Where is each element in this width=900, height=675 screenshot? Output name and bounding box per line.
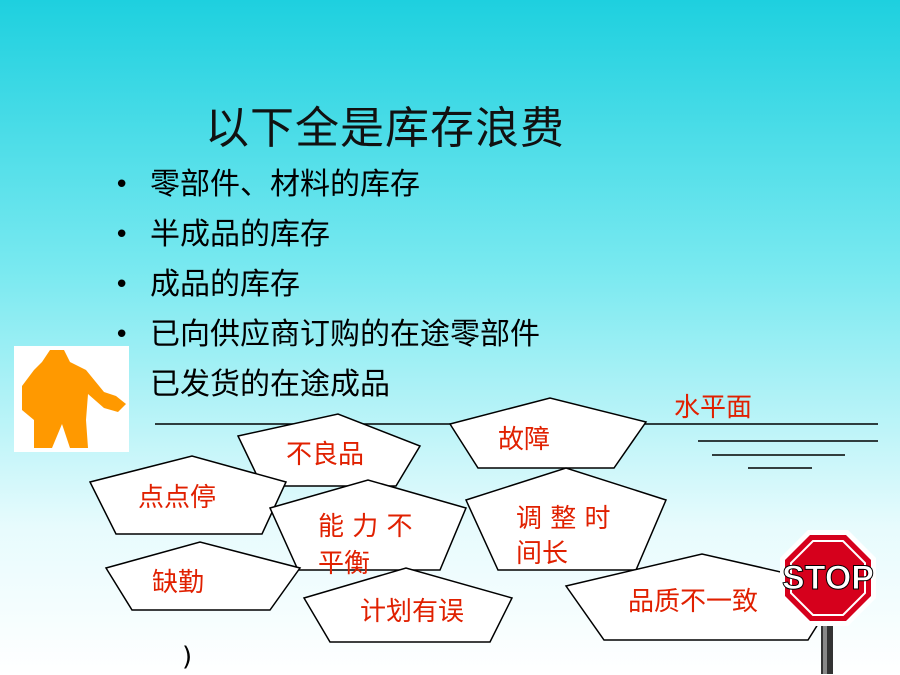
water-level-label: 水平面 xyxy=(674,393,753,423)
bullet-item: •半成品的库存 xyxy=(114,217,330,252)
bullet-item: •零部件、材料的库存 xyxy=(114,167,420,202)
stop-sign-icon xyxy=(780,530,876,674)
stray-parenthesis: ) xyxy=(182,642,193,672)
slide-title: 以下全是库存浪费 xyxy=(205,103,565,154)
rock-label-minor-stops: 点点停 xyxy=(138,483,217,513)
rock-breakdown xyxy=(448,397,648,469)
bullet-item: •已发货的在途成品 xyxy=(150,367,390,402)
rock-label-quality-inconsistent: 品质不一致 xyxy=(628,587,759,617)
rock-label-setup-line2: 间长 xyxy=(516,539,569,569)
rock-label-planning-errors: 计划有误 xyxy=(360,597,465,627)
stop-sign-text: STOP xyxy=(782,559,874,597)
rock-setup-time xyxy=(464,467,668,571)
rock-absenteeism xyxy=(104,541,302,611)
rock-label-capacity-line1: 能 力 不 xyxy=(318,512,413,542)
rock-label-breakdown: 故障 xyxy=(498,425,551,455)
bullet-list: •零部件、材料的库存 •半成品的库存 •成品的库存 •已向供应商订购的在途零部件… xyxy=(110,160,540,410)
rock-label-setup-line1: 调 整 时 xyxy=(516,504,611,534)
presenter-figure-icon xyxy=(14,346,129,452)
rock-label-absenteeism: 缺勤 xyxy=(152,568,205,598)
rock-label-defects: 不良品 xyxy=(286,440,365,470)
bullet-item: •已向供应商订购的在途零部件 xyxy=(114,317,540,352)
rock-label-capacity-line2: 平衡 xyxy=(318,549,371,579)
bullet-item: •成品的库存 xyxy=(114,267,300,302)
rock-capacity-imbalance xyxy=(268,479,468,571)
rock-planning-errors xyxy=(302,567,514,643)
